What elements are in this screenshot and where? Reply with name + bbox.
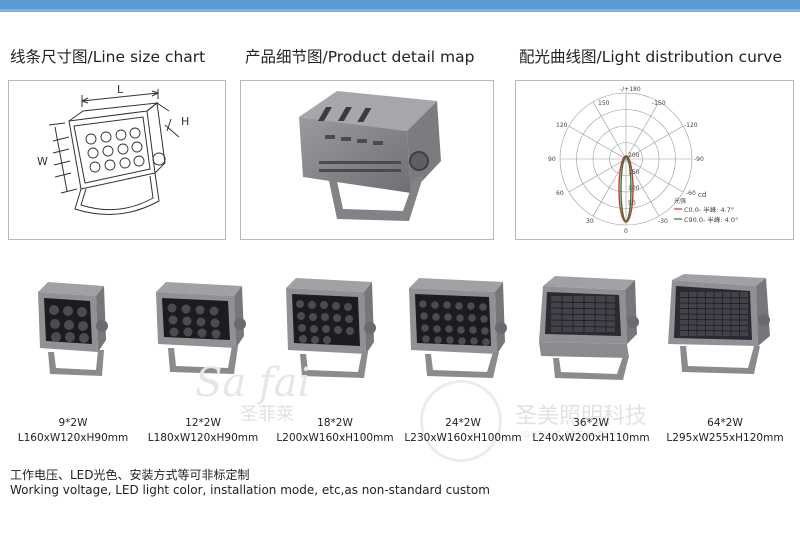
spec-9x2w: 9*2W L160xW120xH90mm [7,416,139,446]
header-bar [0,0,800,26]
product-64x2w [662,274,776,390]
radius-label-150: 150 [628,169,640,176]
spec-size: L160xW120xH90mm [17,432,129,444]
angle-label-60: 60 [556,190,564,197]
angle-label-0: 0 [624,228,628,235]
header-blue-band [0,0,800,9]
angle-label-90: 90 [548,156,556,163]
angle-label-180: -/+180 [620,86,641,93]
spec-power: 64*2W [707,417,743,429]
line-size-chart-panel: L W H [8,80,226,240]
spec-power: 18*2W [317,417,353,429]
polar-legend-c90: C90.0- 半峰: 4.0° [684,215,738,224]
polar-unit-label: cd [698,191,706,199]
dim-label-length: L [117,83,124,96]
angle-label-neg90: -90 [694,156,704,163]
spec-24x2w: 24*2W L230xW160xH100mm [397,416,529,446]
customization-note-en: Working voltage, LED light color, instal… [10,483,490,497]
spec-64x2w: 64*2W L295xW255xH120mm [655,416,795,446]
radius-label-50: 50 [628,200,636,207]
angle-label-30: 30 [586,218,594,225]
spec-power: 36*2W [573,417,609,429]
spec-18x2w: 18*2W L200xW160xH100mm [269,416,401,446]
line-drawing: L W H [37,83,189,215]
angle-label-neg120: -120 [684,122,698,129]
spec-size: L180xW120xH90mm [147,432,259,444]
spec-size: L295xW255xH120mm [666,432,784,444]
product-image [409,278,507,378]
product-24x2w [405,274,515,388]
spec-size: L230xW160xH100mm [404,432,522,444]
product-image [38,282,108,376]
product-detail-panel [240,80,494,240]
spec-power: 12*2W [185,417,221,429]
angle-label-neg30: -30 [658,218,668,225]
spec-36x2w: 36*2W L240xW200xH110mm [525,416,657,446]
light-distribution-panel: -/+180 150 -150 120 -120 90 -90 60 -60 3… [515,80,794,240]
product-9x2w [20,274,126,388]
product-image [539,276,639,380]
angle-label-150: 150 [598,100,610,107]
customization-note-cn: 工作电压、LED光色、安装方式等可非标定制 [10,468,250,482]
dim-label-height: H [181,115,189,128]
section-title-line-size: 线条尺寸图/Line size chart [10,48,206,66]
product-detail-render [299,91,441,221]
section-title-product-detail: 产品细节图/Product detail map [245,48,475,66]
spec-size: L200xW160xH100mm [276,432,394,444]
dim-label-width: W [37,155,48,168]
spec-size: L240xW200xH110mm [532,432,650,444]
polar-diagram: -/+180 150 -150 120 -120 90 -90 60 -60 3… [548,86,738,235]
spec-power: 24*2W [445,417,481,429]
angle-label-neg150: -150 [652,100,666,107]
product-12x2w [150,274,256,388]
product-36x2w [535,274,645,390]
spec-power: 9*2W [58,417,88,429]
radius-label-100: 100 [628,185,640,192]
product-18x2w [280,274,386,388]
polar-legend-c0: C0.0- 半峰: 4.7° [684,205,734,214]
product-image [668,274,770,374]
product-image [156,282,246,374]
section-title-light-curve: 配光曲线图/Light distribution curve [519,48,783,66]
product-image [286,278,376,378]
angle-label-120: 120 [556,122,568,129]
radius-label-200: 200 [628,152,640,159]
spec-12x2w: 12*2W L180xW120xH90mm [137,416,269,446]
header-blue-stripe [0,9,800,12]
angle-label-neg60: -60 [686,190,696,197]
polar-legend-title: 光强 [674,197,686,205]
